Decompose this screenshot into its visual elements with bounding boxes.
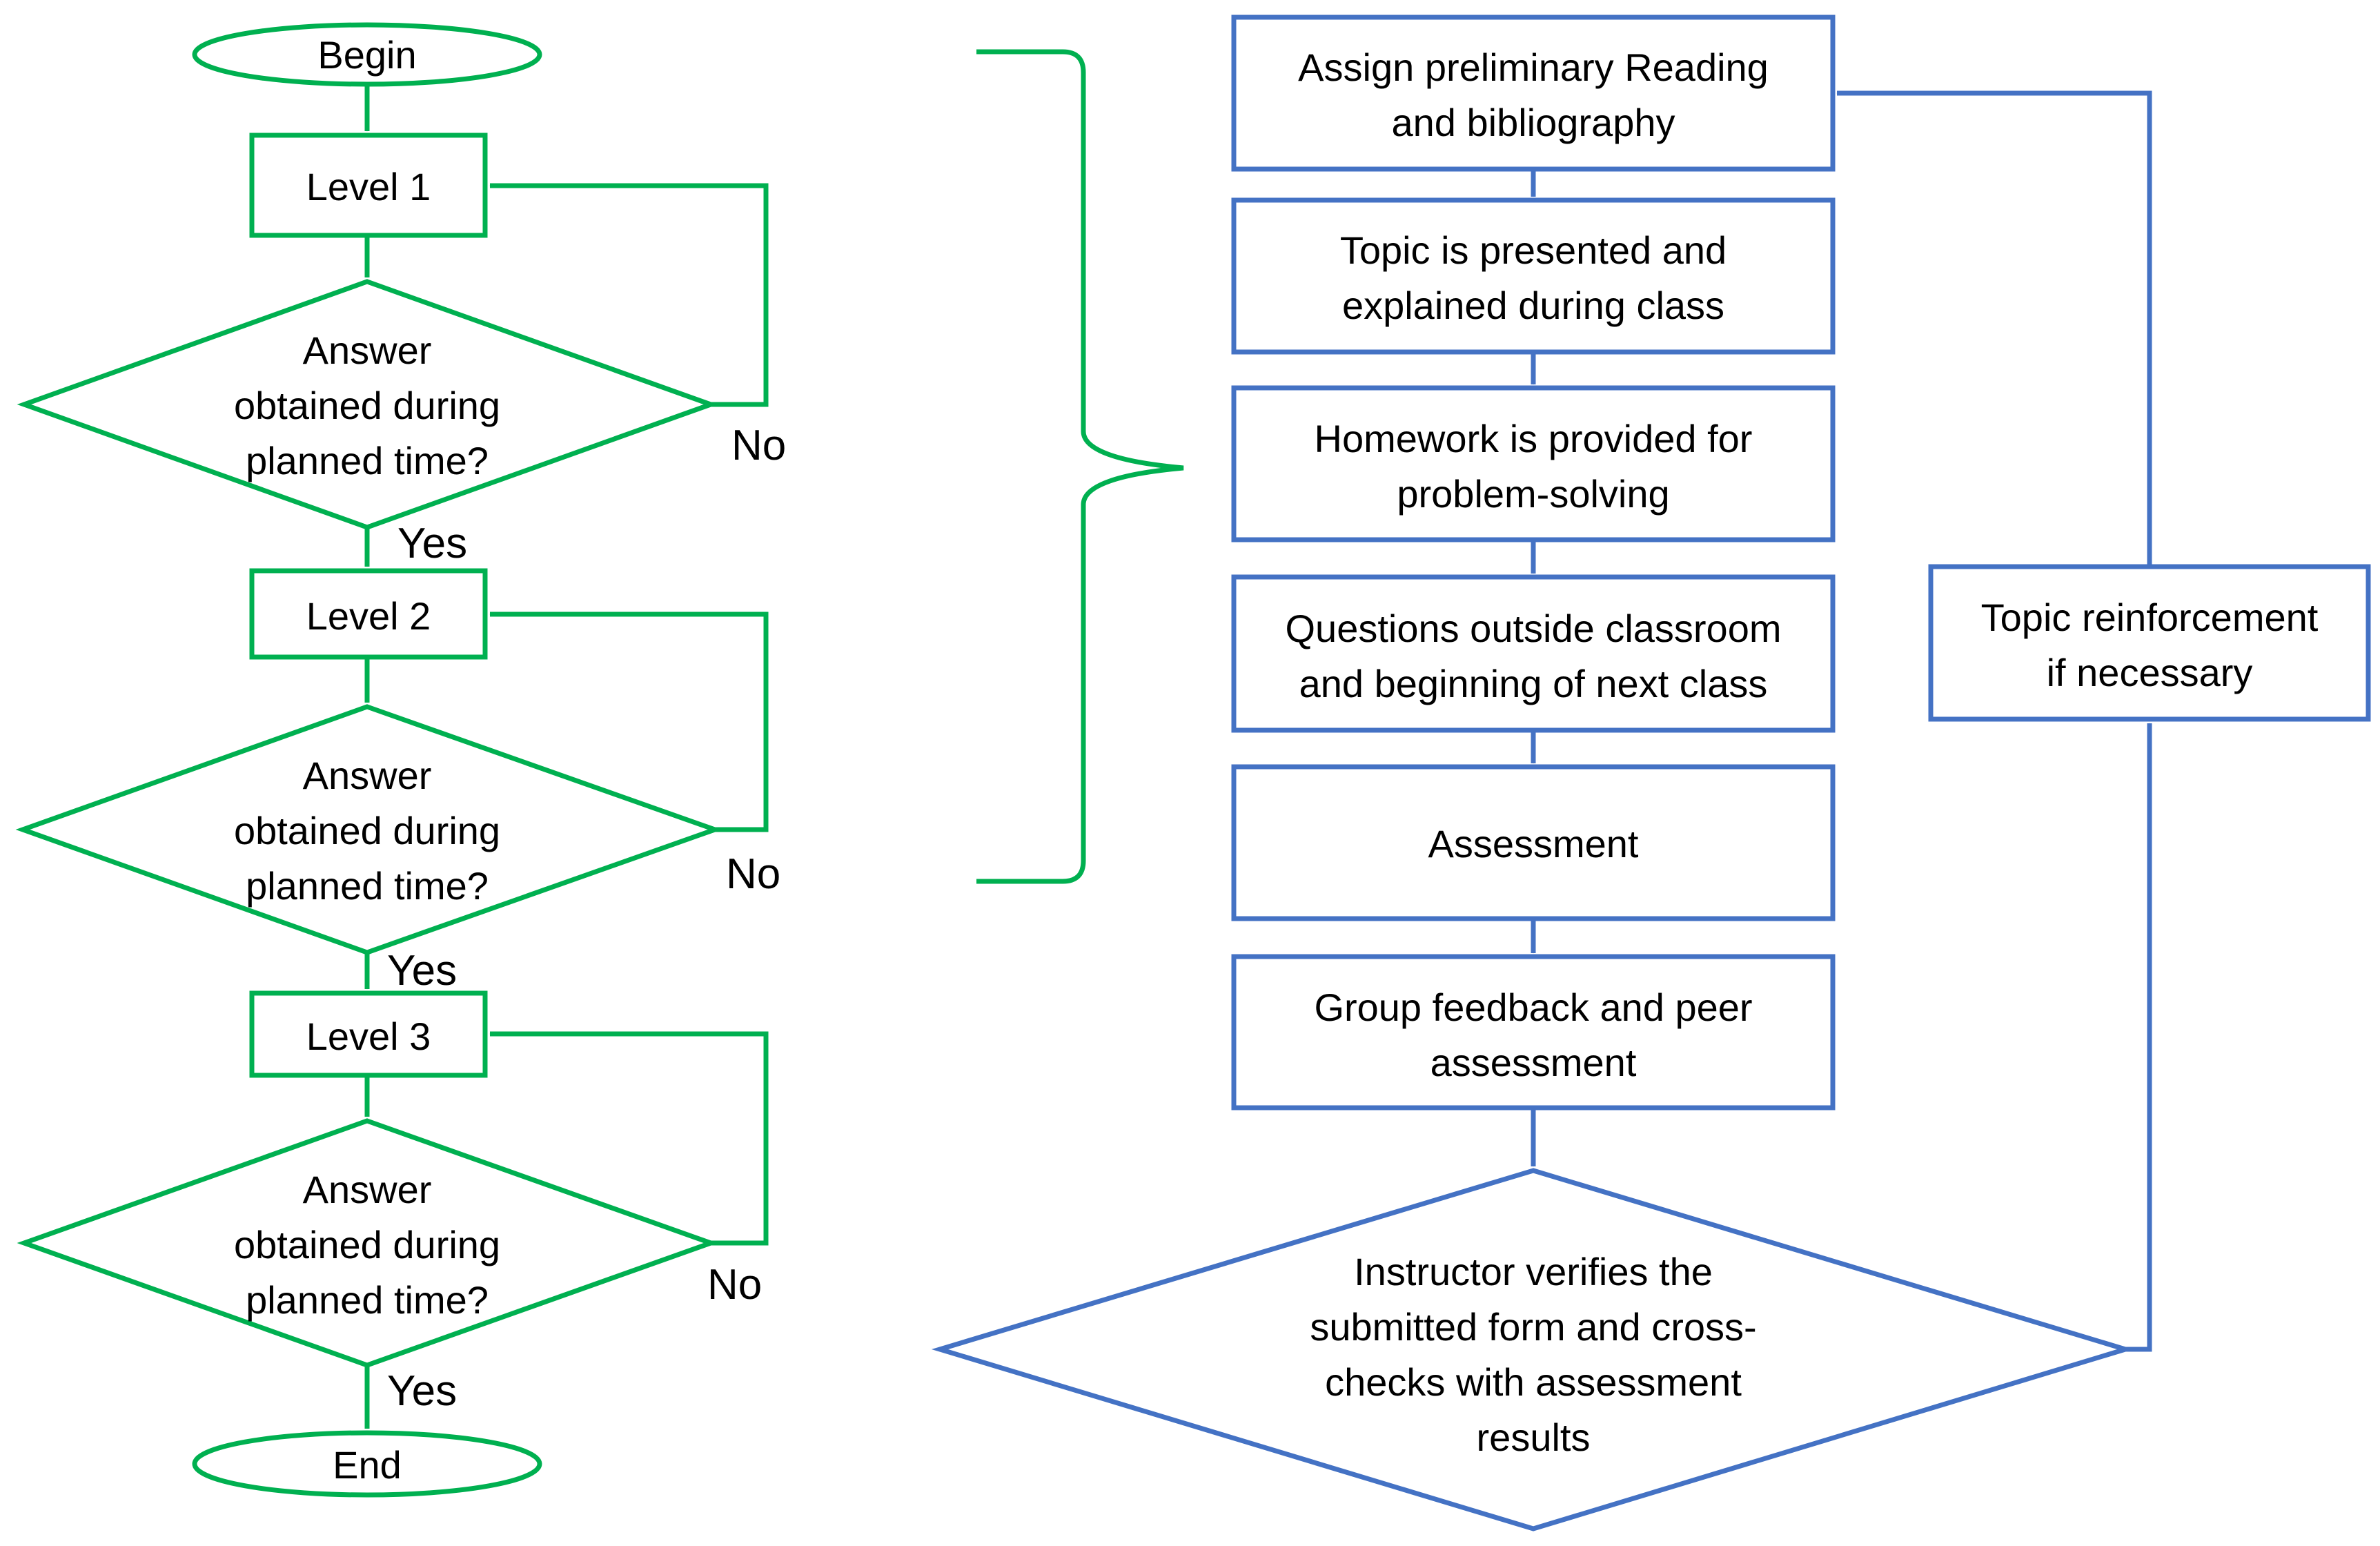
no-loop-2 xyxy=(489,611,769,832)
step6-line1: Group feedback and peer xyxy=(1314,986,1752,1029)
connector-reinforcement-step1 xyxy=(1836,90,2152,567)
step2-line1: Topic is presented and xyxy=(1340,228,1727,272)
left-flowchart xyxy=(15,22,1184,1498)
no-label-2: No xyxy=(726,850,780,898)
reinforcement-line2: if necessary xyxy=(2047,651,2253,694)
no-loop-3 xyxy=(489,1031,769,1246)
decision3-line2: obtained during xyxy=(234,1223,500,1266)
decision-line4: results xyxy=(1477,1416,1591,1459)
begin-label: Begin xyxy=(317,33,416,77)
decision2-line3: planned time? xyxy=(246,864,489,908)
decision1-line3: planned time? xyxy=(246,439,489,482)
yes-label-2: Yes xyxy=(387,947,457,995)
curly-brace xyxy=(976,49,1184,884)
step3-line2: problem-solving xyxy=(1397,472,1669,516)
decision1-line1: Answer xyxy=(303,329,432,372)
step-assessment xyxy=(1231,764,1836,921)
decision3-line1: Answer xyxy=(303,1168,432,1211)
connector-decision-reinforcement xyxy=(2125,723,2152,1352)
step2-line2: explained during class xyxy=(1342,284,1724,327)
level3-box xyxy=(249,990,488,1078)
decision-line2: submitted form and cross- xyxy=(1310,1305,1756,1349)
level3-label: Level 3 xyxy=(306,1015,431,1058)
step4-line1: Questions outside classroom xyxy=(1285,607,1781,650)
step4-line2: and beginning of next class xyxy=(1299,662,1768,705)
level1-label: Level 1 xyxy=(306,165,431,208)
end-terminal xyxy=(192,1430,542,1498)
no-loop-1 xyxy=(489,183,769,407)
step1-line2: and bibliography xyxy=(1392,101,1675,144)
no-label-1: No xyxy=(731,422,786,469)
end-label: End xyxy=(333,1443,402,1487)
decision-line1: Instructor verifies the xyxy=(1354,1250,1713,1293)
level1-box xyxy=(249,133,488,238)
level2-label: Level 2 xyxy=(306,594,431,638)
step1-line1: Assign preliminary Reading xyxy=(1298,46,1769,89)
step-questions xyxy=(1231,574,1836,733)
reinforcement-box xyxy=(1928,564,2371,722)
step-homework xyxy=(1231,385,1836,542)
instructor-decision-diamond xyxy=(931,1168,2134,1532)
reinforcement-line1: Topic reinforcement xyxy=(1981,596,2319,639)
decision3-line3: planned time? xyxy=(246,1278,489,1322)
right-flowchart xyxy=(931,14,2371,1532)
step3-line1: Homework is provided for xyxy=(1315,417,1753,460)
right-text: Assign preliminary Reading and bibliogra… xyxy=(1285,46,2318,1459)
step-assign-reading xyxy=(1231,14,1836,172)
decision-line3: checks with assessment xyxy=(1325,1360,1742,1404)
left-text: Begin Level 1 Level 2 Level 3 End Answer… xyxy=(234,33,786,1487)
decision2-line1: Answer xyxy=(303,754,432,797)
step-group-feedback xyxy=(1231,954,1836,1110)
decision1-line2: obtained during xyxy=(234,384,500,427)
step-topic-presented xyxy=(1231,197,1836,355)
yes-label-3: Yes xyxy=(387,1367,457,1415)
decision2-line2: obtained during xyxy=(234,809,500,852)
step5-line1: Assessment xyxy=(1428,822,1639,865)
step6-line2: assessment xyxy=(1430,1041,1637,1084)
no-label-3: No xyxy=(707,1261,762,1309)
yes-label-1: Yes xyxy=(397,520,467,567)
